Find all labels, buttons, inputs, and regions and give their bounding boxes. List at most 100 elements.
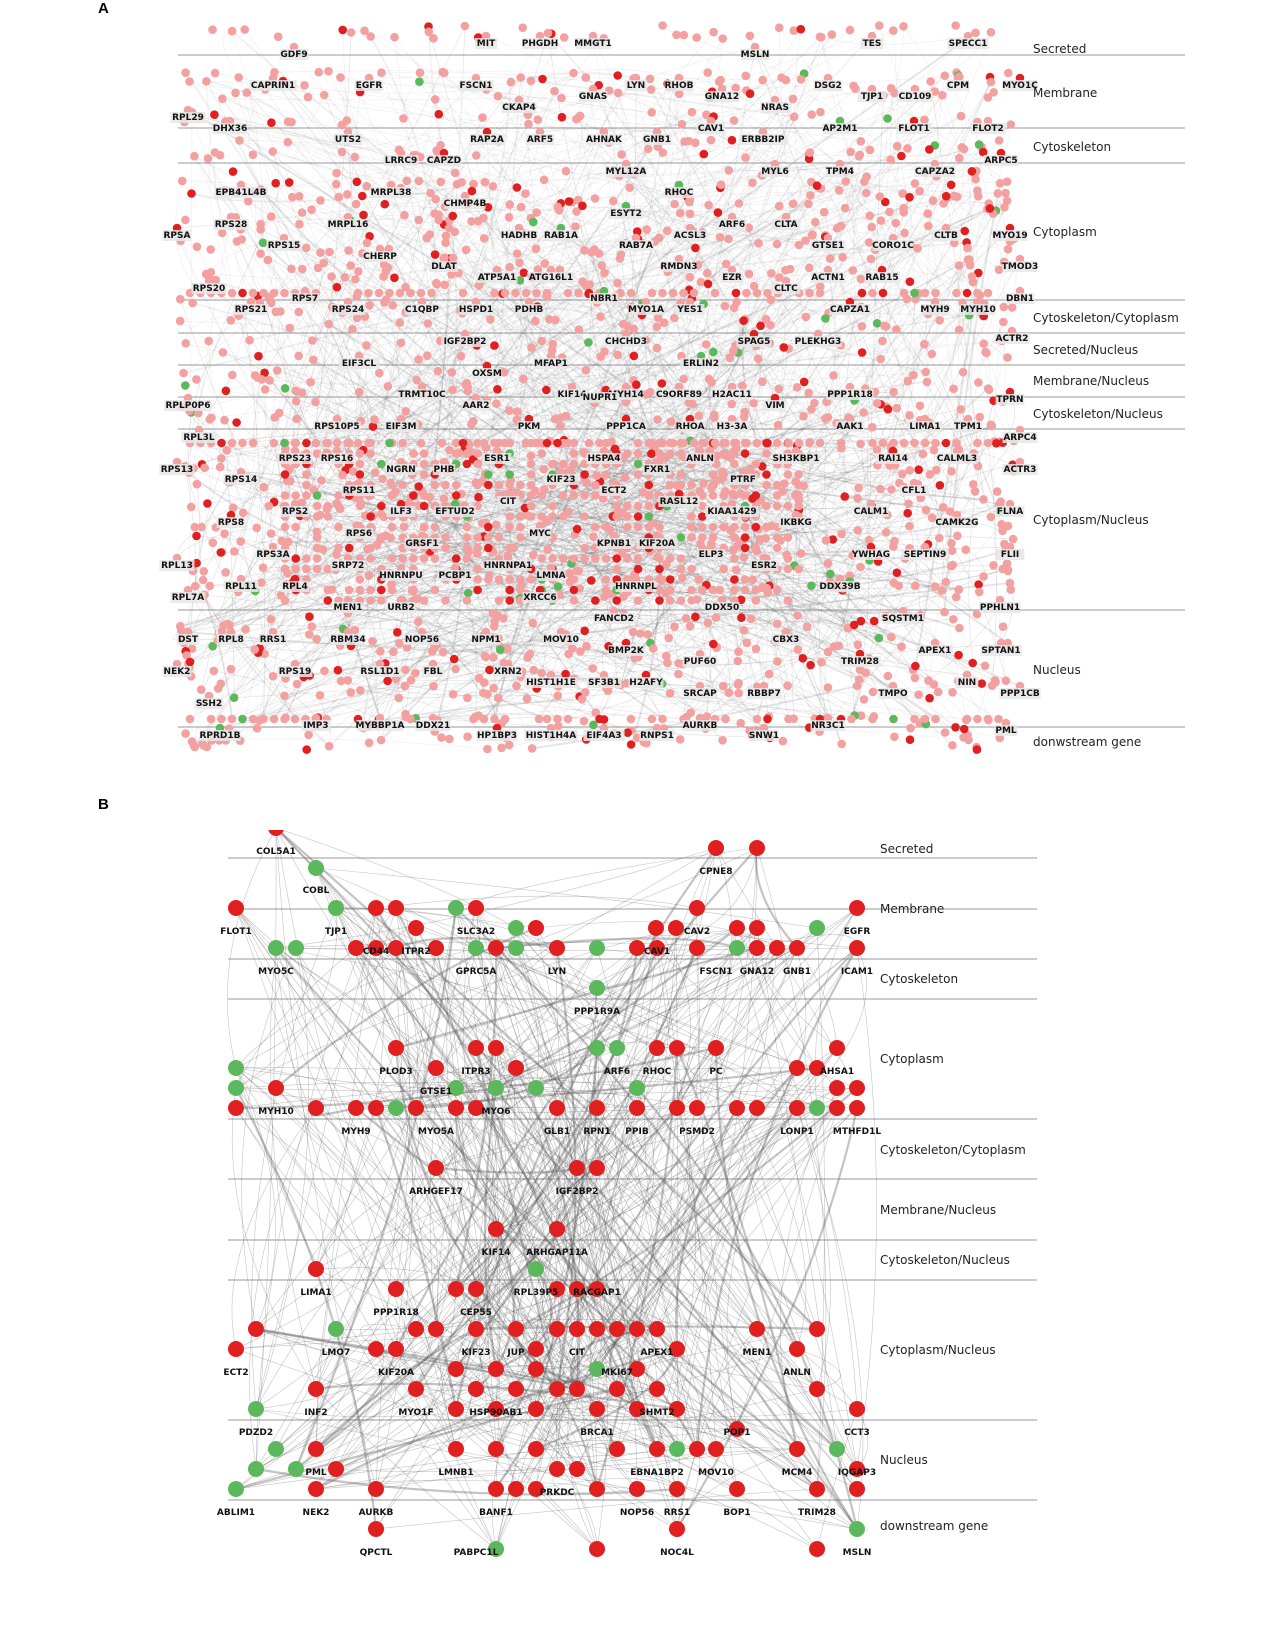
gene-label-mrpl16: MRPL16 (328, 220, 369, 230)
gene-node (730, 523, 739, 532)
gene-node (877, 216, 886, 225)
gene-node (740, 626, 749, 635)
gene-label-cfl1: CFL1 (902, 486, 927, 496)
gene-node (648, 289, 657, 298)
gene-node (377, 460, 386, 469)
gene-label-c9orf89: C9ORF89 (656, 390, 702, 400)
gene-label-ap2m1: AP2M1 (822, 124, 857, 134)
gene-node (354, 439, 363, 448)
gene-node (1009, 535, 1018, 544)
gene-node (440, 281, 449, 290)
gene-node (837, 530, 846, 539)
network-edge (750, 29, 801, 94)
gene-node (516, 533, 525, 542)
gene-node (395, 694, 404, 703)
gene-node (911, 662, 920, 671)
gene-node (578, 202, 587, 211)
gene-node (861, 668, 870, 677)
gene-node (338, 26, 347, 35)
gene-node (602, 554, 611, 563)
gene-label-h3-3a: H3-3A (717, 422, 748, 432)
gene-node (862, 189, 871, 198)
gene-label-rhoa: RHOA (676, 422, 705, 432)
gene-node (585, 439, 594, 448)
gene-node (632, 380, 641, 389)
gene-node (464, 589, 473, 598)
gene-node (307, 205, 316, 214)
gene-node (846, 26, 855, 35)
gene-node (666, 689, 675, 698)
gene-label-spag5: SPAG5 (738, 337, 771, 347)
gene-node (613, 279, 622, 288)
gene-label-acsl3: ACSL3 (674, 231, 706, 241)
gene-node (388, 491, 397, 500)
gene-node (366, 554, 375, 563)
gene-node (775, 202, 784, 211)
gene-node (494, 92, 503, 101)
gene-node (431, 523, 440, 532)
gene-node (910, 439, 919, 448)
gene-node (741, 533, 750, 542)
gene-node (210, 667, 219, 676)
gene-label-rhoc: RHOC (665, 188, 694, 198)
gene-node (580, 246, 589, 255)
gene-node (963, 289, 972, 298)
gene-node (584, 338, 593, 347)
gene-node (975, 588, 984, 597)
gene-node (482, 653, 491, 662)
gene-node (206, 415, 215, 424)
gene-node (870, 617, 879, 626)
gene-node (448, 368, 457, 377)
gene-node (348, 325, 357, 334)
gene-node (973, 289, 982, 298)
gene-node (527, 77, 536, 86)
gene-node (420, 502, 429, 511)
gene-label-imp3: IMP3 (303, 721, 328, 731)
gene-node (457, 352, 466, 361)
gene-label-hp1bp3: HP1BP3 (477, 731, 517, 741)
gene-node (420, 554, 429, 563)
gene-node (523, 694, 532, 703)
gene-node (181, 729, 190, 738)
gene-label-puf60: PUF60 (684, 657, 717, 667)
gene-node (676, 735, 685, 744)
gene-node (968, 659, 977, 668)
gene-node (317, 476, 326, 485)
gene-label-esyt2: ESYT2 (610, 209, 642, 219)
gene-label-urb2: URB2 (387, 603, 414, 613)
gene-node (548, 554, 557, 563)
gene-node (592, 471, 601, 480)
gene-label-h2ac11: H2AC11 (712, 390, 752, 400)
gene-node (384, 382, 393, 391)
gene-node (904, 499, 913, 508)
gene-node (505, 596, 514, 605)
gene-node (802, 313, 811, 322)
gene-node (518, 23, 527, 32)
gene-node (890, 733, 899, 742)
gene-node (260, 483, 269, 492)
gene-node (932, 466, 941, 475)
gene-node (468, 187, 477, 196)
gene-node (497, 744, 506, 753)
gene-node (431, 586, 440, 595)
gene-label-nbr1: NBR1 (590, 294, 618, 304)
gene-node (431, 95, 440, 104)
gene-node (540, 176, 549, 185)
gene-label-ppp1r18: PPP1R18 (827, 390, 873, 400)
gene-node (996, 179, 1005, 188)
gene-node (364, 289, 373, 298)
gene-node (719, 491, 728, 500)
gene-node (985, 385, 994, 394)
gene-node (762, 584, 771, 593)
gene-node (351, 153, 360, 162)
gene-node (493, 385, 502, 394)
gene-label-ddx50: DDX50 (705, 603, 739, 613)
gene-node (433, 280, 442, 289)
gene-node (241, 625, 250, 634)
gene-node (1004, 69, 1013, 78)
gene-node (559, 460, 568, 469)
gene-label-cherp: CHERP (363, 252, 397, 262)
gene-node (623, 322, 632, 331)
gene-node (313, 512, 322, 521)
gene-label-nek2: NEK2 (164, 667, 191, 677)
